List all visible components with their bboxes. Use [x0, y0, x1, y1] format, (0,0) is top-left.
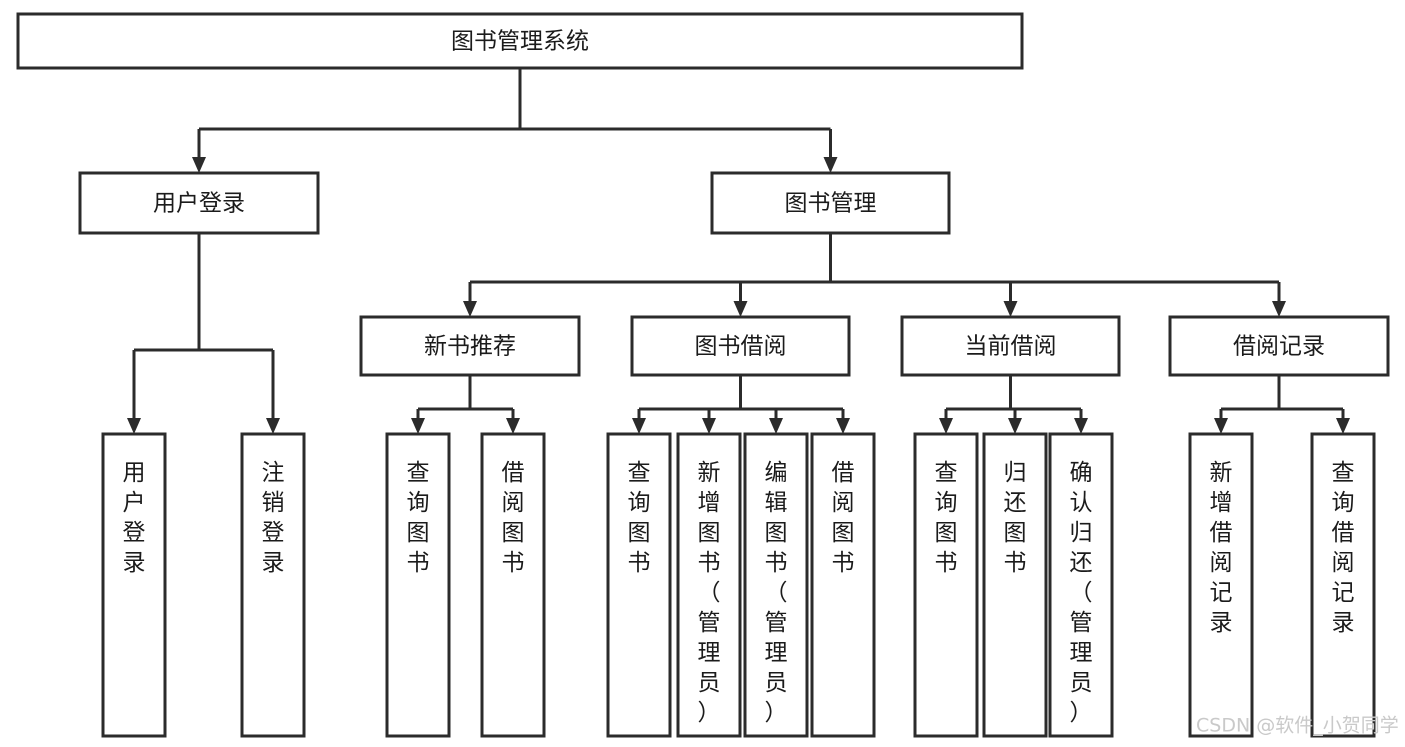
node-leaf-confirm-return[interactable]: 确认归还（管理员）	[1048, 432, 1114, 738]
node-label-leaf-return-book: 归还图书	[1004, 460, 1027, 576]
arrow-head-icon	[769, 418, 783, 434]
node-label-leaf-borrow-book-1: 借阅图书	[502, 460, 525, 576]
arrow-head-icon	[1272, 301, 1286, 317]
arrow-head-icon	[506, 418, 520, 434]
node-box-borrow-record	[1168, 315, 1390, 377]
csdn-watermark: CSDN @软件_小贺同学	[1196, 715, 1399, 737]
node-new-book-rec[interactable]: 新书推荐	[359, 315, 581, 377]
node-box-leaf-confirm-return	[1048, 432, 1114, 738]
node-leaf-borrow-book-2[interactable]: 借阅图书	[810, 432, 876, 738]
node-box-leaf-query-record	[1310, 432, 1376, 738]
arrow-head-icon	[1008, 418, 1022, 434]
arrow-head-icon	[266, 418, 280, 434]
node-leaf-edit-book[interactable]: 编辑图书（管理员）	[743, 432, 809, 738]
arrow-head-icon	[1214, 418, 1228, 434]
node-leaf-query-record[interactable]: 查询借阅记录	[1310, 432, 1376, 738]
node-box-leaf-borrow-book-1	[480, 432, 546, 738]
node-borrow-record[interactable]: 借阅记录	[1168, 315, 1390, 377]
arrow-head-icon	[411, 418, 425, 434]
node-leaf-add-record[interactable]: 新增借阅记录	[1188, 432, 1254, 738]
node-book-manage[interactable]: 图书管理	[710, 171, 951, 235]
node-label-book-manage: 图书管理	[785, 191, 877, 217]
node-leaf-add-book[interactable]: 新增图书（管理员）	[676, 432, 742, 738]
arrow-head-icon	[823, 157, 838, 173]
node-box-leaf-edit-book	[743, 432, 809, 738]
node-label-current-borrow: 当前借阅	[965, 334, 1057, 360]
node-box-leaf-query-book-3	[913, 432, 979, 738]
node-label-leaf-add-book: 新增图书（管理员）	[698, 460, 721, 726]
node-user-login[interactable]: 用户登录	[78, 171, 320, 235]
node-box-leaf-query-book-2	[606, 432, 672, 738]
node-box-user-login	[78, 171, 320, 235]
node-box-leaf-add-book	[676, 432, 742, 738]
node-box-book-manage	[710, 171, 951, 235]
node-label-leaf-query-book-2: 查询图书	[628, 460, 651, 576]
arrow-head-icon	[127, 418, 141, 434]
node-label-leaf-confirm-return: 确认归还（管理员）	[1070, 460, 1093, 726]
connector-layer	[127, 68, 1350, 434]
arrow-head-icon	[192, 157, 206, 173]
node-box-leaf-query-book-1	[385, 432, 451, 738]
node-label-leaf-query-book-3: 查询图书	[935, 460, 958, 576]
arrow-head-icon	[1074, 418, 1088, 434]
node-label-user-login: 用户登录	[153, 191, 245, 217]
node-label-borrow-record: 借阅记录	[1233, 334, 1325, 360]
node-leaf-borrow-book-1[interactable]: 借阅图书	[480, 432, 546, 738]
node-leaf-query-book-1[interactable]: 查询图书	[385, 432, 451, 738]
node-leaf-query-book-2[interactable]: 查询图书	[606, 432, 672, 738]
node-box-leaf-return-book	[982, 432, 1048, 738]
node-label-root: 图书管理系统	[451, 29, 589, 55]
arrow-head-icon	[702, 418, 716, 434]
node-label-leaf-logout: 注销登录	[262, 460, 285, 576]
node-box-leaf-borrow-book-2	[810, 432, 876, 738]
node-label-leaf-query-book-1: 查询图书	[407, 460, 430, 576]
node-leaf-return-book[interactable]: 归还图书	[982, 432, 1048, 738]
node-box-leaf-user-login	[101, 432, 167, 738]
node-label-leaf-add-record: 新增借阅记录	[1210, 460, 1233, 636]
node-box-root	[16, 12, 1024, 70]
arrow-head-icon	[939, 418, 953, 434]
arrow-head-icon	[632, 418, 646, 434]
node-label-leaf-query-record: 查询借阅记录	[1332, 460, 1355, 636]
arrow-head-icon	[733, 301, 748, 317]
node-box-new-book-rec	[359, 315, 581, 377]
node-current-borrow[interactable]: 当前借阅	[900, 315, 1121, 377]
node-book-borrow[interactable]: 图书借阅	[630, 315, 851, 377]
node-label-leaf-user-login: 用户登录	[123, 460, 146, 576]
arrow-head-icon	[1336, 418, 1350, 434]
node-box-current-borrow	[900, 315, 1121, 377]
arrow-head-icon	[463, 301, 477, 317]
node-label-book-borrow: 图书借阅	[695, 334, 787, 360]
node-box-leaf-add-record	[1188, 432, 1254, 738]
node-box-book-borrow	[630, 315, 851, 377]
node-label-new-book-rec: 新书推荐	[424, 334, 516, 360]
node-layer: 图书管理系统用户登录图书管理新书推荐图书借阅当前借阅借阅记录用户登录注销登录查询…	[16, 12, 1390, 738]
node-leaf-logout[interactable]: 注销登录	[240, 432, 306, 738]
node-box-leaf-logout	[240, 432, 306, 738]
node-label-leaf-edit-book: 编辑图书（管理员）	[765, 460, 788, 726]
node-leaf-query-book-3[interactable]: 查询图书	[913, 432, 979, 738]
node-label-leaf-borrow-book-2: 借阅图书	[832, 460, 855, 576]
arrow-head-icon	[836, 418, 850, 434]
arrow-head-icon	[1003, 301, 1018, 317]
node-root[interactable]: 图书管理系统	[16, 12, 1024, 70]
node-leaf-user-login[interactable]: 用户登录	[101, 432, 167, 738]
